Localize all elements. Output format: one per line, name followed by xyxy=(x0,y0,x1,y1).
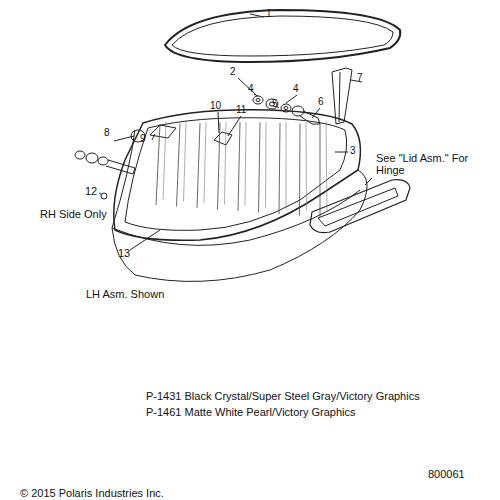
callout-number: 1 xyxy=(266,8,272,19)
note-text: RH Side Only xyxy=(40,208,107,220)
callout-number: 2 xyxy=(230,66,236,77)
callout-number: 4 xyxy=(293,83,299,94)
callout-number: 5 xyxy=(272,98,278,109)
callout-number: 9 xyxy=(140,133,146,144)
note-text: 800061 xyxy=(428,468,465,480)
callout-number: 8 xyxy=(104,127,110,138)
callout-number: 4 xyxy=(248,83,254,94)
callout-number: 10 xyxy=(210,100,221,111)
note-text: © 2015 Polaris Industries Inc. xyxy=(20,487,164,499)
callout-number: 3 xyxy=(350,145,356,156)
note-text: See "Lid Asm." For Hinge xyxy=(376,152,496,176)
callout-number: 12 xyxy=(85,185,97,197)
note-text: P-1461 Matte White Pearl/Victory Graphic… xyxy=(146,406,356,418)
callout-number: 13 xyxy=(118,247,130,259)
note-text: LH Asm. Shown xyxy=(86,288,164,300)
callout-number: 11 xyxy=(236,104,246,115)
callout-number: 7 xyxy=(357,72,363,83)
callout-number: 6 xyxy=(318,96,324,107)
note-text: P-1431 Black Crystal/Super Steel Gray/Vi… xyxy=(146,390,420,402)
